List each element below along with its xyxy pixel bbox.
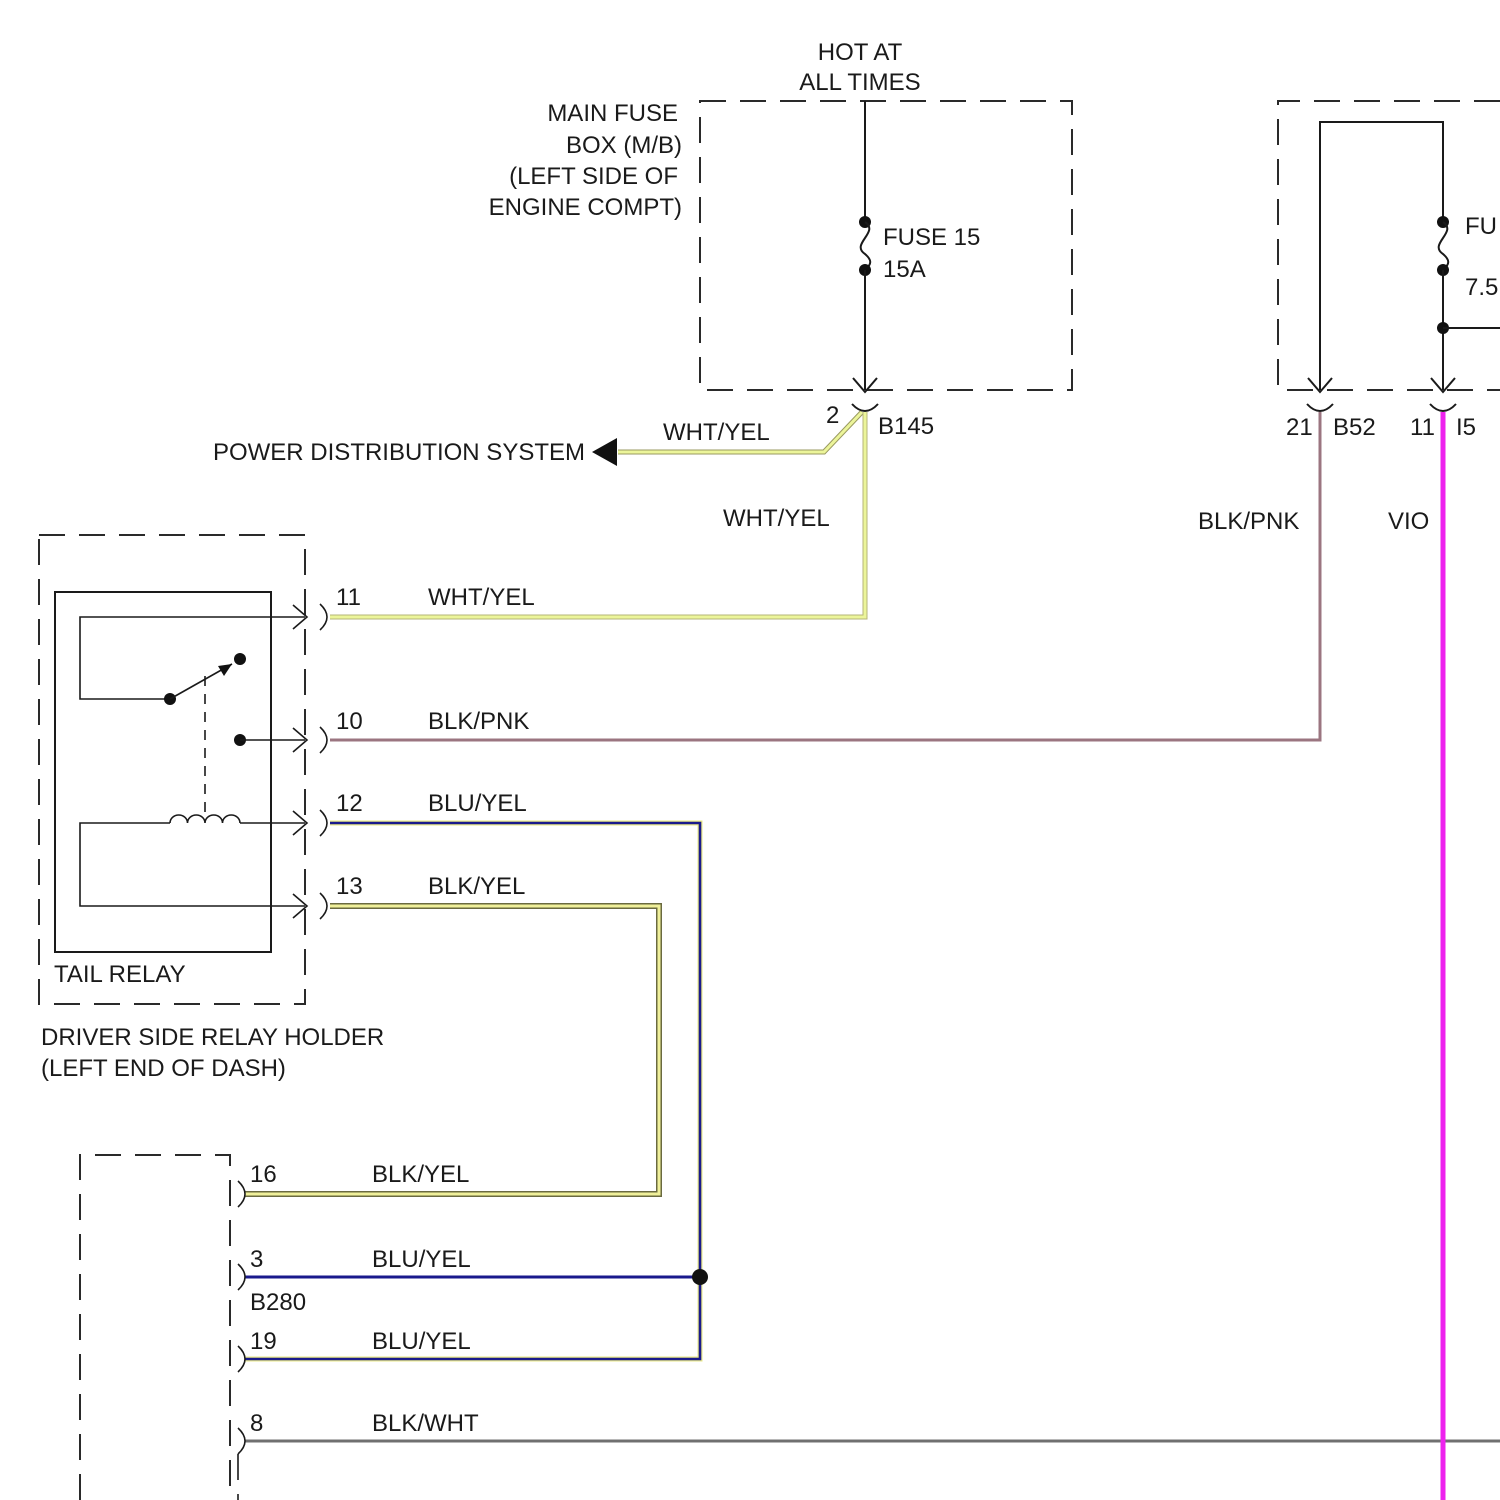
connector-id: B145 (878, 413, 934, 440)
pin-number: 8 (250, 1410, 263, 1437)
wire-color-label: WHT/YEL (723, 505, 830, 532)
right-fuse-rating: 7.5 (1465, 274, 1498, 301)
connector-socket-b145 (852, 404, 878, 411)
fuse-rating: 15A (883, 256, 926, 283)
pin-number: 2 (826, 402, 839, 429)
main-fuse-box-label: ENGINE COMPT) (489, 194, 682, 221)
fuse-15-symbol (861, 222, 871, 270)
right-fuse-name: FU (1465, 213, 1497, 240)
connector-id: B52 (1333, 414, 1376, 441)
right-fuse-box (1278, 101, 1500, 411)
wire-color-label: BLK/PNK (428, 708, 529, 735)
wire-color-label: BLU/YEL (372, 1328, 471, 1355)
connector-socket (238, 1264, 245, 1290)
pin-number: 13 (336, 873, 363, 900)
power-distribution-arrow-icon (592, 438, 617, 466)
tail-relay-body (55, 592, 271, 952)
pin-number: 11 (1410, 414, 1435, 441)
main-fuse-box-label: (LEFT SIDE OF (509, 163, 678, 190)
connector-socket-i5 (1430, 404, 1456, 411)
wire-color-label: BLK/YEL (372, 1161, 469, 1188)
relay-holder-label: (LEFT END OF DASH) (41, 1055, 286, 1082)
wire-color-label: WHT/YEL (663, 419, 770, 446)
connector-id: I5 (1456, 414, 1476, 441)
connector-socket (238, 1346, 245, 1372)
connector-id: B280 (250, 1289, 306, 1316)
pin-number: 3 (250, 1246, 263, 1273)
connector-socket (320, 604, 327, 630)
connector-socket (320, 727, 327, 753)
right-fuse-symbol (1439, 222, 1449, 270)
splice-dot (692, 1269, 708, 1285)
connector-socket (320, 893, 327, 919)
relay-coil-icon (170, 815, 240, 823)
relay-holder-label: DRIVER SIDE RELAY HOLDER (41, 1024, 384, 1051)
wire-color-label: BLK/WHT (372, 1410, 479, 1437)
connector-socket-b52 (1307, 404, 1333, 411)
connector-socket (320, 810, 327, 836)
wire-color-label: BLK/YEL (428, 873, 525, 900)
wire-color-label: BLU/YEL (428, 790, 527, 817)
relay-holder (39, 535, 327, 1004)
main-fuse-box-label: MAIN FUSE (547, 100, 678, 127)
wire-color-label: BLK/PNK (1198, 508, 1299, 535)
lower-component-outline (80, 1155, 230, 1500)
relay-holder-outline (39, 535, 305, 1004)
tail-relay-label: TAIL RELAY (54, 961, 186, 988)
labels: HOT AT ALL TIMES MAIN FUSE BOX (M/B) (LE… (41, 39, 1498, 1437)
pin-number: 10 (336, 708, 363, 735)
all-times-label: ALL TIMES (799, 69, 920, 96)
pin-number: 11 (336, 584, 361, 611)
main-fuse-box-label: BOX (M/B) (566, 132, 682, 159)
wire-color-label: BLU/YEL (372, 1246, 471, 1273)
pin-number: 12 (336, 790, 363, 817)
hot-at-label: HOT AT (818, 39, 903, 66)
fuse-name: FUSE 15 (883, 224, 980, 251)
connector-socket (238, 1428, 245, 1454)
wire-color-label: VIO (1388, 508, 1429, 535)
right-fuse-box-outline (1278, 101, 1500, 390)
power-distribution-label: POWER DISTRIBUTION SYSTEM (213, 439, 585, 466)
connector-socket (238, 1181, 245, 1207)
pin-number: 21 (1286, 414, 1313, 441)
pin-number: 16 (250, 1161, 277, 1188)
pin-number: 19 (250, 1328, 277, 1355)
wire-color-label: WHT/YEL (428, 584, 535, 611)
